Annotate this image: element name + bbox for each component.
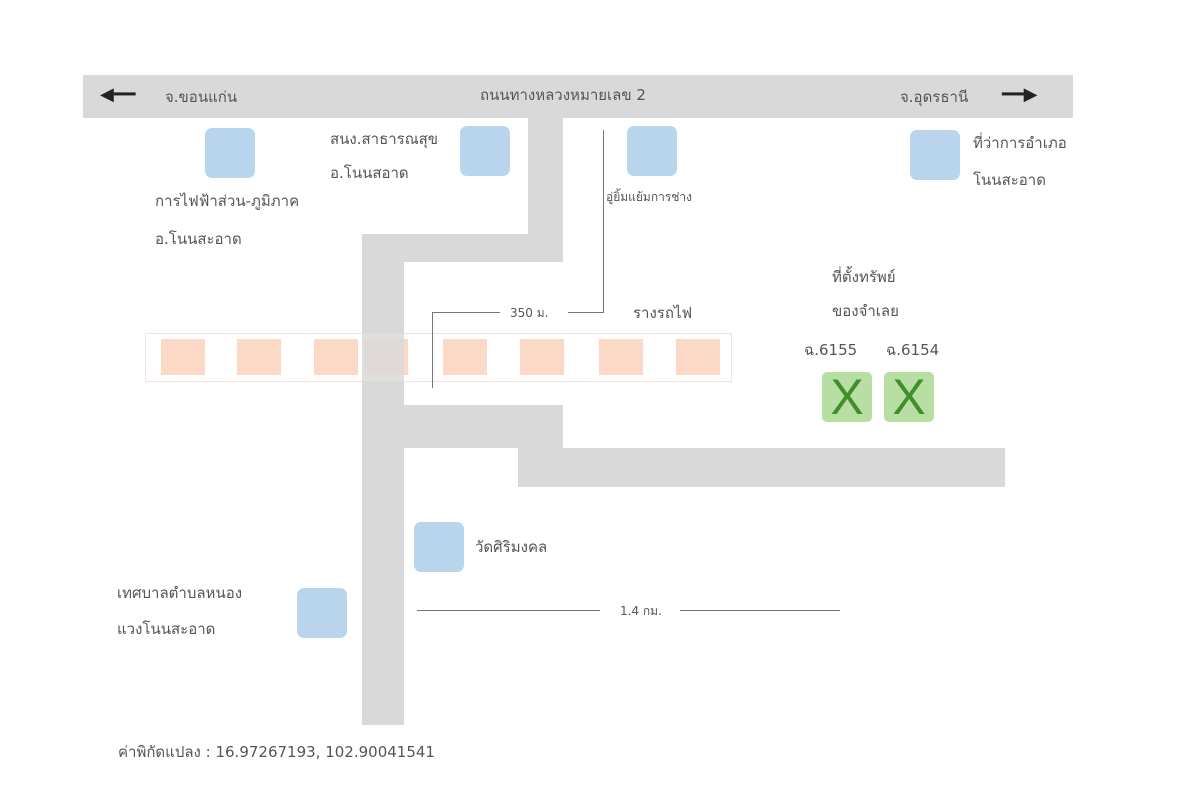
road-branch-2 (518, 448, 1005, 487)
building-pea-icon (205, 128, 255, 178)
building-garage-icon (627, 126, 677, 176)
building-temple-icon (414, 522, 464, 572)
property-title-1: ที่ตั้งทรัพย์ (832, 268, 896, 286)
building-health-icon (460, 126, 510, 176)
label-temple: วัดศิริมงคล (475, 538, 548, 556)
label-garage: อู่ยิ้มแย้มการช่าง (606, 190, 693, 204)
building-municipality-icon (297, 588, 347, 638)
building-district-icon (910, 130, 960, 180)
label-municipality-1: เทศบาลตำบลหนอง (117, 584, 243, 602)
property-marker-icon: X (884, 372, 934, 422)
coordinates-text: ค่าพิกัดแปลง : 16.97267193, 102.90041541 (118, 743, 435, 761)
highway-road (83, 75, 1073, 118)
road-over-rail (362, 333, 404, 383)
distance-350-label: 350 ม. (510, 306, 549, 320)
rail-tie (161, 339, 205, 375)
distance-350-line (432, 312, 433, 388)
rail-tie (443, 339, 487, 375)
rail-tie (676, 339, 720, 375)
arrow-left-icon: ◀━━ (100, 84, 136, 105)
distance-350-line (568, 312, 603, 313)
rail-tie (520, 339, 564, 375)
label-municipality-2: แวงโนนสะอาด (117, 620, 216, 638)
label-health-2: อ.โนนสอาด (330, 164, 409, 182)
highway-name: ถนนทางหลวงหมายเลข 2 (480, 86, 646, 104)
label-health-1: สนง.สาธารณสุข (330, 130, 439, 148)
deed-6154: ฉ.6154 (886, 341, 940, 359)
label-district-2: โนนสะอาด (973, 171, 1046, 189)
label-pea-2: อ.โนนสะอาด (155, 230, 242, 248)
rail-tie (314, 339, 358, 375)
label-railway: รางรถไฟ (633, 304, 693, 322)
arrow-right-icon: ━━▶ (1002, 84, 1038, 105)
distance-1.4-line (680, 610, 840, 611)
property-marker-icon: X (822, 372, 872, 422)
rail-tie (237, 339, 281, 375)
distance-350-line (432, 312, 500, 313)
distance-1.4-label: 1.4 กม. (620, 604, 662, 618)
railway-track (145, 333, 732, 382)
right-destination: จ.อุดรธานี (900, 88, 969, 106)
label-district-1: ที่ว่าการอำเภอ (973, 134, 1067, 152)
rail-tie (599, 339, 643, 375)
property-title-2: ของจำเลย (832, 302, 899, 320)
road-main-vertical (362, 234, 404, 725)
label-pea-1: การไฟฟ้าส่วน-ภูมิภาค (155, 192, 300, 210)
road-branch-1 (404, 405, 563, 448)
left-destination: จ.ขอนแก่น (165, 88, 238, 106)
deed-6155: ฉ.6155 (804, 341, 858, 359)
distance-350-line (603, 130, 604, 313)
distance-1.4-line (417, 610, 600, 611)
